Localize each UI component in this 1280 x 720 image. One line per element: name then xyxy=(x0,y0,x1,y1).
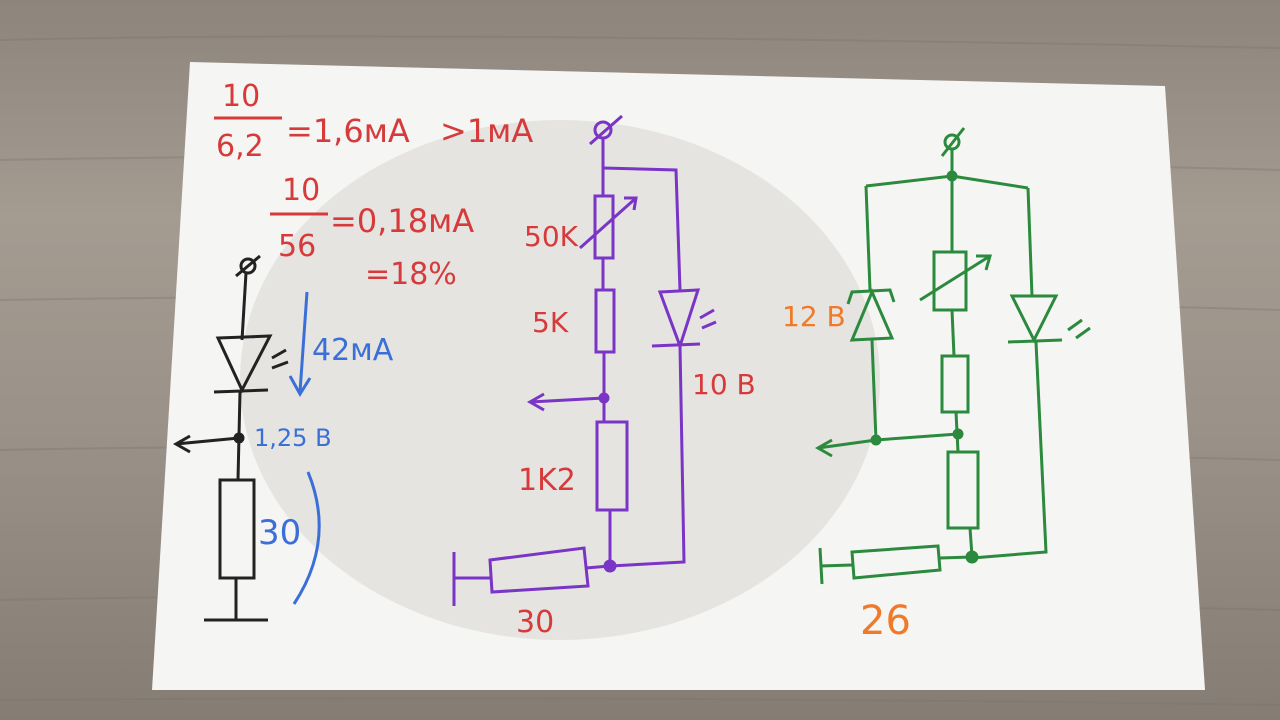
resistor-value-left: 30 xyxy=(258,513,301,553)
wire-led-top-green xyxy=(1026,187,1034,297)
frac2-denominator: 56 xyxy=(278,229,316,264)
tap-arrow-purple xyxy=(526,392,545,412)
frac1-denominator: 6,2 xyxy=(216,129,264,164)
frac1-result: =1,6мA xyxy=(286,112,410,150)
led-circuit xyxy=(172,254,289,622)
zener-voltage-label: 12 В xyxy=(782,300,846,333)
ground-green xyxy=(818,547,824,585)
wire-res-ground-green xyxy=(819,563,853,568)
led-annotations: 42мA 1,25 В 30 xyxy=(254,291,394,605)
bottom-resistor-label-green: 26 xyxy=(860,598,911,644)
resistor-30-purple xyxy=(488,546,590,594)
led-ray-green-1 xyxy=(1067,318,1083,332)
compare-text: >1мA xyxy=(440,112,533,150)
resistor-green-1 xyxy=(940,354,970,414)
led-voltage-label: 10 В xyxy=(692,368,756,401)
paper-sheet xyxy=(152,62,1205,690)
led-ray-1 xyxy=(271,348,287,360)
wire-led-return xyxy=(609,345,686,568)
tap-wire-purple xyxy=(529,396,605,404)
terminal-slash-purple xyxy=(589,114,623,146)
purple-labels: 50K 5K 1K2 10 В 30 xyxy=(516,220,756,640)
potentiometer-green xyxy=(932,250,968,312)
led-icon-purple xyxy=(657,288,701,351)
frac1-numerator: 10 xyxy=(222,79,260,114)
tap-arrow-green xyxy=(814,438,833,458)
tap-arrow-left xyxy=(172,434,191,454)
green-labels: 12 В 26 xyxy=(782,300,911,644)
node-zener-green xyxy=(870,434,882,446)
wire-right-purple xyxy=(602,166,682,291)
resistor-1k2 xyxy=(595,420,629,512)
resistor-26-green xyxy=(850,544,942,580)
frac2-numerator: 10 xyxy=(282,173,320,208)
wire-top-left xyxy=(240,272,248,341)
led-ray-purple-2 xyxy=(701,320,717,330)
terminal-slash-green xyxy=(940,127,966,157)
current-label: 42мA xyxy=(312,333,394,368)
zener-diode-icon xyxy=(849,288,895,342)
pot-arrow-head xyxy=(624,196,638,211)
percent-text: =18% xyxy=(365,257,457,292)
wire-res-node xyxy=(585,564,611,570)
bracket-arc xyxy=(292,471,321,605)
node-voltage-label: 1,25 В xyxy=(254,424,332,452)
terminal-slash-left xyxy=(235,254,261,278)
wire-zener-bottom xyxy=(870,339,878,441)
purple-circuit xyxy=(452,114,717,606)
pot-arrow-line xyxy=(579,196,637,250)
supply-terminal-left xyxy=(239,257,257,275)
wire-zener-top xyxy=(864,185,872,291)
r2-label: 1K2 xyxy=(518,463,576,498)
led-ray-2 xyxy=(271,360,289,370)
calc-block: 10 6,2 =1,6мA >1мA 10 56 =0,18мA =18% xyxy=(214,79,533,292)
led-bar-green xyxy=(1007,338,1063,344)
r1-label: 5K xyxy=(532,306,569,339)
resistor-green-2 xyxy=(946,450,980,530)
led-bar-left xyxy=(213,388,269,394)
paper-shadow xyxy=(240,120,880,640)
led-ray-purple-1 xyxy=(699,308,715,320)
tap-wire-left xyxy=(175,436,240,446)
current-arrow-line xyxy=(298,291,309,393)
bottom-resistor-label-purple: 30 xyxy=(516,605,554,640)
pot-arrow-head-green xyxy=(976,254,992,271)
green-circuit xyxy=(814,127,1091,585)
wire-pot-r-green xyxy=(950,309,956,357)
wire-res-node-green xyxy=(939,555,973,560)
led-icon-green xyxy=(1009,294,1059,344)
wire-led-return-green xyxy=(971,341,1048,560)
led-ray-green-2 xyxy=(1075,326,1091,340)
current-arrow-head xyxy=(288,375,312,397)
led-icon-left xyxy=(215,334,273,394)
led-bar-purple xyxy=(651,342,701,348)
frac2-result: =0,18мA xyxy=(330,202,474,240)
pot-arrow-green xyxy=(919,254,991,302)
pot-label: 50K xyxy=(524,220,579,253)
